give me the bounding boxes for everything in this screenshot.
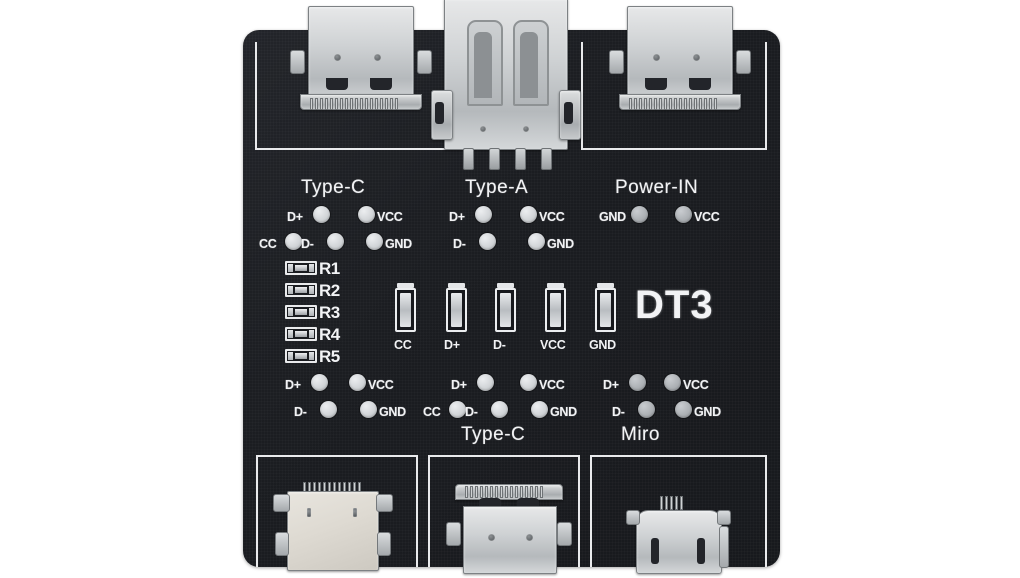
pad-tr-vcc bbox=[675, 206, 692, 223]
pad-bm-gnd bbox=[531, 401, 548, 418]
silk-frame-bottom-left bbox=[256, 455, 418, 567]
pad-label-bl-gnd: GND bbox=[379, 405, 406, 419]
pad-tl-vcc bbox=[358, 206, 375, 223]
section-title-bottom-right: Miro bbox=[621, 424, 660, 445]
pad-label-bm-dplus: D+ bbox=[451, 378, 467, 392]
pad-label-tm-dminus: D- bbox=[453, 237, 466, 251]
switch-pad-gnd bbox=[595, 283, 616, 332]
switch-label-vcc: VCC bbox=[540, 338, 566, 352]
switch-pad-dplus bbox=[446, 283, 467, 332]
pad-label-bm-gnd: GND bbox=[550, 405, 577, 419]
pad-tl-gnd bbox=[366, 233, 383, 250]
resistor-label-r4: R4 bbox=[319, 325, 340, 344]
pad-label-br-vcc: VCC bbox=[683, 378, 709, 392]
pad-label-tm-gnd: GND bbox=[547, 237, 574, 251]
pad-label-bm-dminus: D- bbox=[465, 405, 478, 419]
pad-tl-cc bbox=[285, 233, 302, 250]
silk-frame-top-right bbox=[581, 42, 767, 150]
section-title-bottom-middle: Type-C bbox=[461, 424, 526, 445]
resistor-label-r1: R1 bbox=[319, 259, 340, 278]
pad-tm-vcc bbox=[520, 206, 537, 223]
section-title-top-middle: Type-A bbox=[465, 177, 529, 198]
switch-label-gnd: GND bbox=[589, 338, 616, 352]
switch-pad-dminus bbox=[495, 283, 516, 332]
pad-label-tl-dplus: D+ bbox=[287, 210, 303, 224]
connector-bottom-middle-usb-c bbox=[443, 482, 573, 577]
pad-br-dminus bbox=[638, 401, 655, 418]
connector-bottom-right-micro-usb bbox=[618, 496, 738, 578]
pad-label-br-dminus: D- bbox=[612, 405, 625, 419]
pad-bl-vcc bbox=[349, 374, 366, 391]
pad-label-bl-vcc: VCC bbox=[368, 378, 394, 392]
resistor-footprint-r3 bbox=[285, 305, 317, 319]
connector-bottom-left-lightning bbox=[273, 482, 408, 577]
resistor-label-r5: R5 bbox=[319, 347, 340, 366]
pad-label-bl-dminus: D- bbox=[294, 405, 307, 419]
pad-tm-gnd bbox=[528, 233, 545, 250]
resistor-footprint-r1 bbox=[285, 261, 317, 275]
switch-pad-vcc bbox=[545, 283, 566, 332]
pad-bm-cc bbox=[449, 401, 466, 418]
pad-label-bl-dplus: D+ bbox=[285, 378, 301, 392]
pad-bm-dminus bbox=[491, 401, 508, 418]
pad-label-tr-gnd: GND bbox=[599, 210, 626, 224]
silk-frame-bottom-middle bbox=[428, 455, 580, 567]
pad-br-gnd bbox=[675, 401, 692, 418]
connector-top-left-usb-c bbox=[290, 6, 432, 136]
pad-bm-dplus bbox=[477, 374, 494, 391]
pad-bl-gnd bbox=[360, 401, 377, 418]
resistor-label-r2: R2 bbox=[319, 281, 340, 300]
silk-frame-bottom-right bbox=[590, 455, 767, 567]
pad-label-tl-vcc: VCC bbox=[377, 210, 403, 224]
pad-label-tm-vcc: VCC bbox=[539, 210, 565, 224]
pad-label-tr-vcc: VCC bbox=[694, 210, 720, 224]
connector-top-middle-usb-a bbox=[431, 0, 581, 183]
pad-br-vcc bbox=[664, 374, 681, 391]
pad-tm-dplus bbox=[475, 206, 492, 223]
pad-tl-dplus bbox=[313, 206, 330, 223]
switch-label-dminus: D- bbox=[493, 338, 506, 352]
pad-br-dplus bbox=[629, 374, 646, 391]
pad-bl-dplus bbox=[311, 374, 328, 391]
pcb-board: Type-C Type-A Power-IN D+ VCC CC D- GND … bbox=[243, 0, 780, 574]
pad-tm-dminus bbox=[479, 233, 496, 250]
pad-label-tl-dminus: D- bbox=[301, 237, 314, 251]
pad-tl-dminus bbox=[327, 233, 344, 250]
pad-label-tm-dplus: D+ bbox=[449, 210, 465, 224]
switch-pad-cc bbox=[395, 283, 416, 332]
switch-label-dplus: D+ bbox=[444, 338, 460, 352]
resistor-footprint-r5 bbox=[285, 349, 317, 363]
pad-label-tl-cc: CC bbox=[259, 237, 277, 251]
switch-label-cc: CC bbox=[394, 338, 412, 352]
resistor-footprint-r2 bbox=[285, 283, 317, 297]
pad-bl-dminus bbox=[320, 401, 337, 418]
pad-label-tl-gnd: GND bbox=[385, 237, 412, 251]
pad-label-br-dplus: D+ bbox=[603, 378, 619, 392]
resistor-label-r3: R3 bbox=[319, 303, 340, 322]
resistor-footprint-r4 bbox=[285, 327, 317, 341]
section-title-top-right: Power-IN bbox=[615, 177, 699, 198]
pad-label-br-gnd: GND bbox=[694, 405, 721, 419]
pad-bm-vcc bbox=[520, 374, 537, 391]
pad-tr-gnd bbox=[631, 206, 648, 223]
section-title-top-left: Type-C bbox=[301, 177, 366, 198]
board-brand-logo: DT3 bbox=[635, 283, 714, 327]
pad-label-bm-cc: CC bbox=[423, 405, 441, 419]
pad-label-bm-vcc: VCC bbox=[539, 378, 565, 392]
connector-top-right-usb-c bbox=[609, 6, 751, 136]
